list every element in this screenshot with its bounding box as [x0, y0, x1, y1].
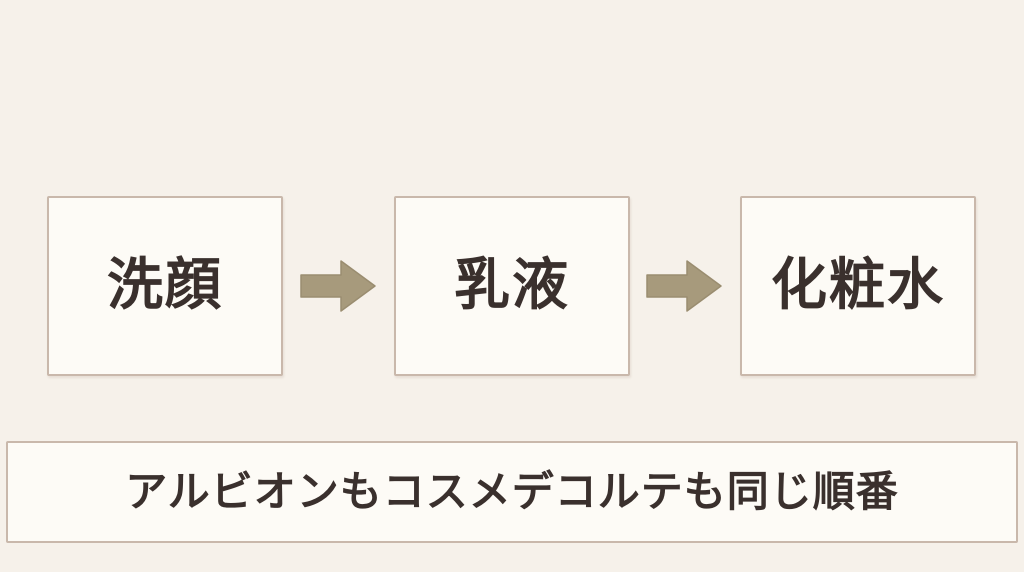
note-box: アルビオンもコスメデコルテも同じ順番 — [6, 441, 1018, 543]
step-label: 洗顔 — [107, 253, 223, 318]
step-box-milk-lotion: 乳液 — [394, 196, 630, 376]
right-arrow-icon — [300, 260, 376, 312]
step-label: 乳液 — [454, 253, 570, 318]
note-text: アルビオンもコスメデコルテも同じ順番 — [125, 467, 899, 516]
step-box-cleansing: 洗顔 — [47, 196, 283, 376]
step-box-toner: 化粧水 — [740, 196, 976, 376]
right-arrow-icon — [646, 260, 722, 312]
step-label: 化粧水 — [771, 253, 945, 318]
